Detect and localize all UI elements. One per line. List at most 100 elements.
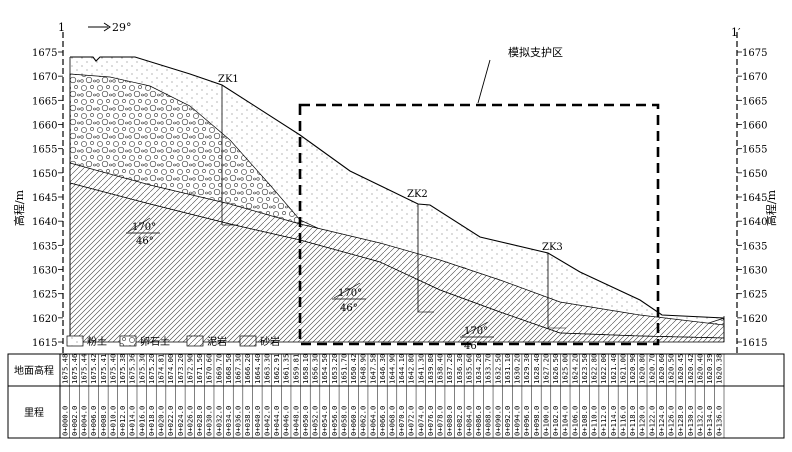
table-cell-station: 0+012.0 bbox=[118, 406, 127, 436]
table-cell-station: 0+036.0 bbox=[234, 406, 243, 436]
table-cell-station: 0+062.0 bbox=[359, 406, 368, 436]
table-cell-elevation: 1670.60 bbox=[205, 354, 214, 384]
elevation-ticks-right: 1675167016651660165516501645164016351630… bbox=[737, 48, 767, 349]
table-cell-station: 0+102.0 bbox=[551, 406, 560, 436]
table-cell-elevation: 1639.80 bbox=[426, 354, 435, 384]
table-cell-elevation: 1675.30 bbox=[137, 354, 146, 384]
table-cell-station: 0+120.0 bbox=[638, 406, 647, 436]
legend-label-mudstone: 泥岩 bbox=[207, 335, 227, 348]
table-cell-station: 0+088.0 bbox=[484, 406, 493, 436]
table-cell-station: 0+042.0 bbox=[262, 406, 271, 436]
elevation-tick-right: 1665 bbox=[742, 96, 767, 107]
elevation-tick-left: 1645 bbox=[32, 193, 57, 204]
y-axis-label-right: 高程/m bbox=[764, 189, 778, 226]
borehole-zk1-label: ZK1 bbox=[218, 74, 239, 85]
elevation-tick-right: 1630 bbox=[742, 266, 767, 277]
table-cell-elevation: 1620.60 bbox=[657, 354, 666, 384]
elevation-tick-right: 1645 bbox=[742, 193, 767, 204]
table-cell-elevation: 1644.90 bbox=[388, 354, 397, 384]
table-cell-station: 0+132.0 bbox=[695, 406, 704, 436]
borehole-zk3-label: ZK3 bbox=[542, 242, 563, 253]
elevation-tick-right: 1670 bbox=[742, 72, 767, 83]
table-cell-elevation: 1675.41 bbox=[99, 354, 108, 384]
elevation-ticks-left: 1675167016651660165516501645164016351630… bbox=[32, 48, 63, 349]
legend-swatch-mudstone bbox=[186, 335, 204, 347]
table-cell-elevation: 1669.70 bbox=[214, 354, 223, 384]
direction-arrow-icon bbox=[88, 22, 111, 32]
table-cell-elevation: 1658.10 bbox=[301, 354, 310, 384]
table-cell-elevation: 1625.00 bbox=[561, 354, 570, 384]
table-cell-station: 0+028.0 bbox=[195, 406, 204, 436]
table-cell-elevation: 1651.70 bbox=[339, 354, 348, 384]
layer-silt bbox=[70, 57, 724, 328]
dip-annotation-2: 170° 46° bbox=[332, 282, 366, 314]
table-cell-station: 0+134.0 bbox=[705, 406, 714, 436]
table-cell-elevation: 1635.60 bbox=[464, 354, 473, 384]
table-cell-station: 0+118.0 bbox=[628, 406, 637, 436]
table-cell-elevation: 1673.20 bbox=[176, 354, 185, 384]
table-cell-elevation: 1630.20 bbox=[513, 354, 522, 384]
table-cell-elevation: 1620.50 bbox=[667, 354, 676, 384]
table-cell-station: 0+052.0 bbox=[311, 406, 320, 436]
table-cell-station: 0+122.0 bbox=[647, 406, 656, 436]
table-cell-elevation: 1637.20 bbox=[445, 354, 454, 384]
table-cell-station: 0+090.0 bbox=[493, 406, 502, 436]
table-cell-elevation: 1629.30 bbox=[522, 354, 531, 384]
table-cell-elevation: 1620.40 bbox=[695, 354, 704, 384]
table-cell-station: 0+100.0 bbox=[541, 406, 550, 436]
elevation-tick-right: 1650 bbox=[742, 169, 767, 180]
elevation-tick-left: 1640 bbox=[32, 217, 57, 228]
support-zone-label: 模拟支护区 bbox=[508, 45, 563, 59]
legend-label-silt: 粉土 bbox=[87, 335, 107, 348]
table-cell-elevation: 1631.10 bbox=[503, 354, 512, 384]
table-cell-station: 0+078.0 bbox=[436, 406, 445, 436]
table-cell-station: 0+014.0 bbox=[128, 406, 137, 436]
ground-surface-line bbox=[70, 56, 725, 319]
table-cell-station: 0+096.0 bbox=[522, 406, 531, 436]
table-cell-station: 0+112.0 bbox=[599, 406, 608, 436]
table-cell-elevation: 1638.40 bbox=[436, 354, 445, 384]
elevation-tick-left: 1625 bbox=[32, 290, 57, 301]
table-cell-elevation: 1644.10 bbox=[397, 354, 406, 384]
table-cell-elevation: 1653.20 bbox=[330, 354, 339, 384]
table-cell-station: 0+082.0 bbox=[455, 406, 464, 436]
table-cell-elevation: 1667.30 bbox=[234, 354, 243, 384]
dip-annotation-1: 170° 46° bbox=[126, 217, 160, 247]
table-row-label-elevation: 地面高程 bbox=[14, 364, 54, 377]
table-cell-station: 0+092.0 bbox=[503, 406, 512, 436]
elevation-tick-right: 1660 bbox=[742, 121, 767, 132]
table-cell-elevation: 1622.80 bbox=[590, 354, 599, 384]
table-cell-station: 0+130.0 bbox=[686, 406, 695, 436]
table-row-label-station: 里程 bbox=[24, 407, 44, 419]
table-cell-station: 0+018.0 bbox=[147, 406, 156, 436]
table-cell-station: 0+128.0 bbox=[676, 406, 685, 436]
legend-swatch-cobble bbox=[119, 335, 137, 347]
elevation-tick-left: 1630 bbox=[32, 266, 57, 277]
table-cell-station: 0+000.0 bbox=[60, 406, 69, 436]
table-cell-elevation: 1666.20 bbox=[243, 354, 252, 384]
table-cell-station: 0+072.0 bbox=[407, 406, 416, 436]
table-cell-elevation: 1675.46 bbox=[70, 354, 79, 384]
table-cell-station: 0+136.0 bbox=[715, 406, 724, 436]
table-cell-elevation: 1675.40 bbox=[108, 354, 117, 384]
svg-text:170°: 170° bbox=[132, 222, 156, 233]
table-cell-elevation: 1620.90 bbox=[628, 354, 637, 384]
table-cell-station: 0+020.0 bbox=[157, 406, 166, 436]
table-cell-elevation: 1633.70 bbox=[484, 354, 493, 384]
elevation-tick-left: 1665 bbox=[32, 96, 57, 107]
table-cell-elevation: 1674.00 bbox=[166, 354, 175, 384]
legend-swatch-silt bbox=[66, 335, 84, 347]
table-cell-elevation: 1654.50 bbox=[320, 354, 329, 384]
table-cell-station: 0+058.0 bbox=[339, 406, 348, 436]
table-cell-station: 0+098.0 bbox=[532, 406, 541, 436]
elevation-tick-left: 1615 bbox=[32, 338, 57, 349]
table-cell-station: 0+010.0 bbox=[108, 406, 117, 436]
direction-label: 29° bbox=[112, 21, 132, 34]
borehole-zk2: ZK2 bbox=[407, 189, 434, 313]
table-cell-elevation: 1648.90 bbox=[359, 354, 368, 384]
table-cell-elevation: 1641.30 bbox=[416, 354, 425, 384]
table-cell-station: 0+066.0 bbox=[378, 406, 387, 436]
elevation-tick-right: 1625 bbox=[742, 290, 767, 301]
table-cell-station: 0+056.0 bbox=[330, 406, 339, 436]
